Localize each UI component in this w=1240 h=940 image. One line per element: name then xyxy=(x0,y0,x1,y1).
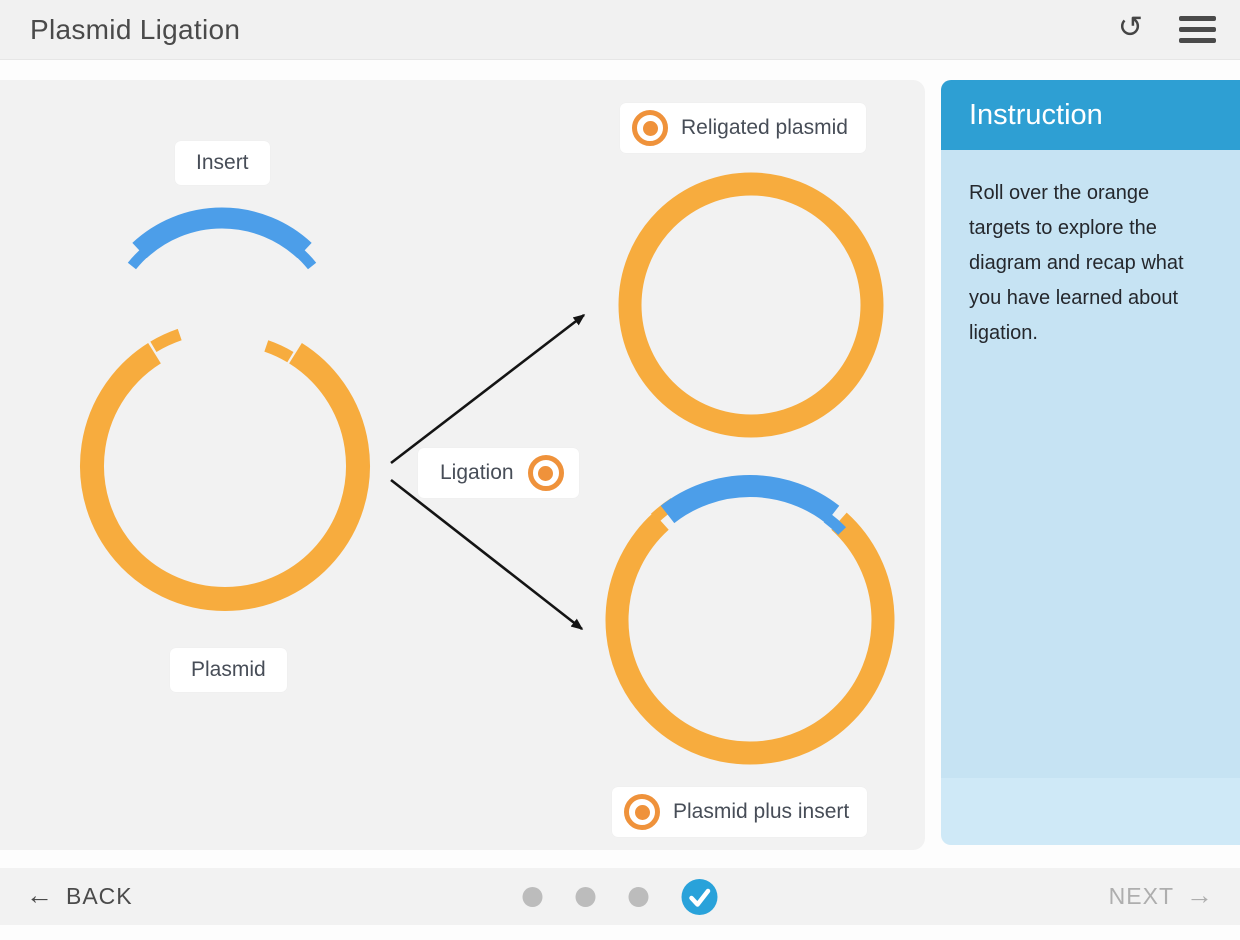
page-title: Plasmid Ligation xyxy=(30,13,241,45)
ligation-target-icon[interactable] xyxy=(527,455,564,491)
ligation-label: Ligation xyxy=(418,448,579,498)
progress-dot xyxy=(522,886,543,907)
back-arrow-icon: ← xyxy=(26,880,54,910)
arrow-to-religated xyxy=(390,313,586,465)
insert-label: Insert xyxy=(175,141,270,185)
reset-icon[interactable]: ↺ xyxy=(1117,10,1143,44)
ligation-diagram-svg xyxy=(80,172,895,765)
progress-dots xyxy=(522,878,718,915)
arrow-to-plasmid-insert xyxy=(390,478,584,631)
instruction-body: Roll over the orange targets to explore … xyxy=(941,150,1240,778)
plasmid-ring xyxy=(80,328,370,611)
ligation-label-text: Ligation xyxy=(440,461,514,484)
plasmid-plus-insert-label-text: Plasmid plus insert xyxy=(673,800,850,823)
top-bar-icons: ↺ xyxy=(1117,10,1240,45)
diagram-canvas: Insert Plasmid Ligation Religated plasmi… xyxy=(0,80,925,850)
religated-target-icon[interactable] xyxy=(632,110,668,146)
progress-dot xyxy=(575,886,596,907)
next-button[interactable]: NEXT → xyxy=(1108,880,1240,910)
back-button-label: BACK xyxy=(66,883,133,909)
instruction-panel: Instruction Roll over the orange targets… xyxy=(941,80,1240,845)
bottom-nav-bar: ← BACK NEXT → xyxy=(0,868,1240,925)
insert-segment xyxy=(127,207,317,270)
religated-plasmid-label: Religated plasmid xyxy=(620,103,866,153)
plasmid-plus-insert-label: Plasmid plus insert xyxy=(612,787,868,837)
instruction-title: Instruction xyxy=(969,98,1103,131)
next-arrow-icon: → xyxy=(1186,880,1214,910)
plasmid-plus-insert-target-icon[interactable] xyxy=(624,794,660,830)
plasmid-label-text: Plasmid xyxy=(191,658,266,681)
next-button-label: NEXT xyxy=(1108,883,1174,909)
back-button[interactable]: ← BACK xyxy=(0,880,133,910)
plasmid-label: Plasmid xyxy=(170,648,287,692)
plasmid-plus-insert-ring xyxy=(605,475,895,765)
hamburger-menu-icon[interactable] xyxy=(1179,16,1216,43)
instruction-panel-header: Instruction xyxy=(941,80,1240,150)
religated-plasmid-ring xyxy=(618,172,884,438)
top-bar: Plasmid Ligation ↺ xyxy=(0,0,1240,60)
religated-label-text: Religated plasmid xyxy=(681,116,848,139)
progress-check-icon xyxy=(681,878,718,915)
instruction-panel-footer xyxy=(941,778,1240,845)
progress-dot xyxy=(628,886,649,907)
insert-label-text: Insert xyxy=(196,151,249,174)
